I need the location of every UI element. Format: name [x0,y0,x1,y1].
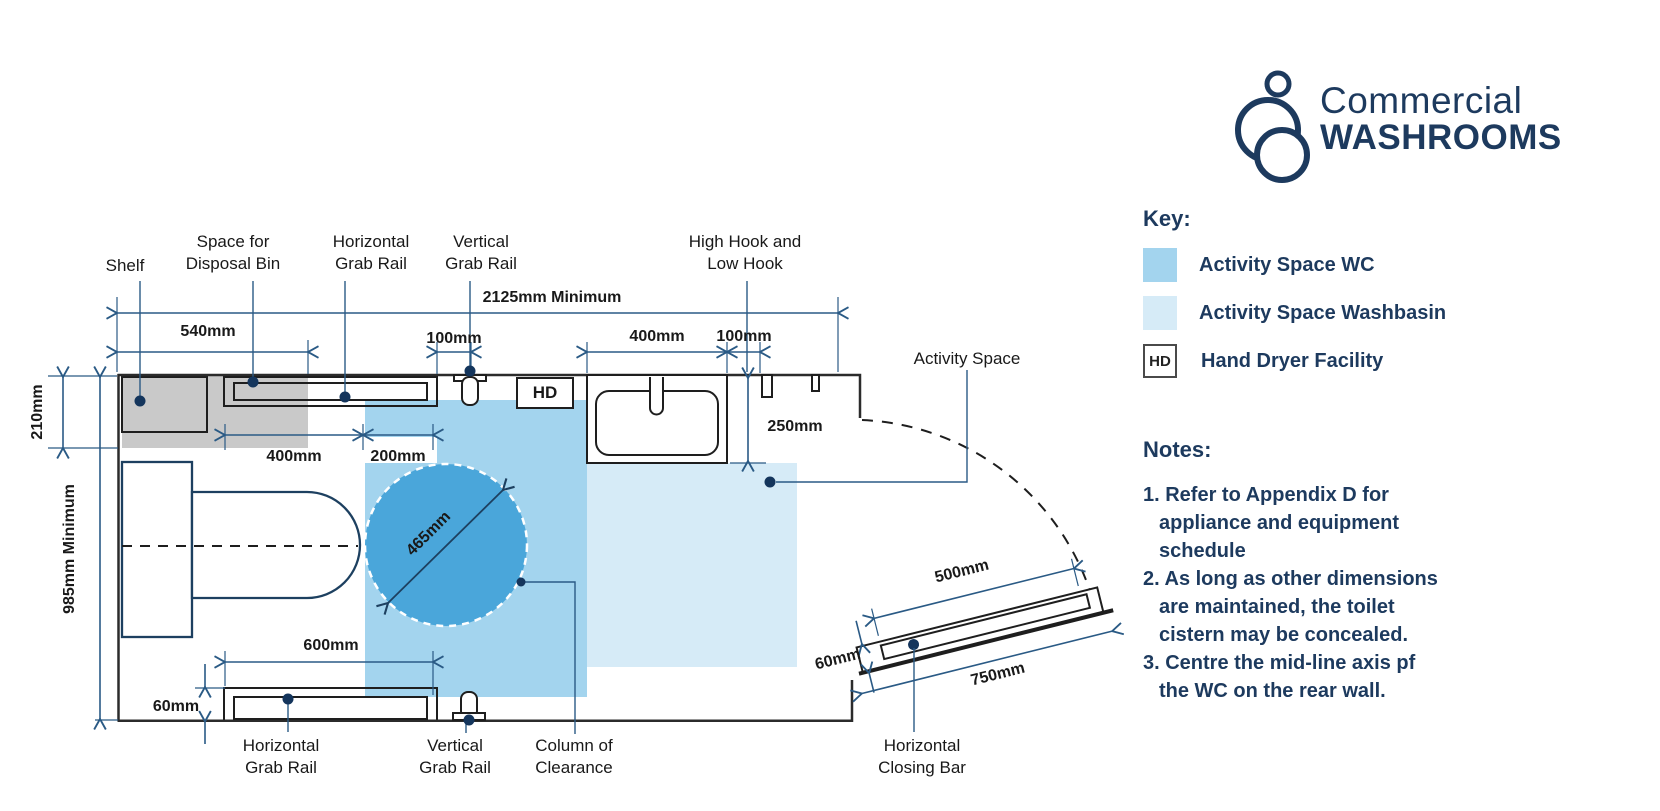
horizontal-grab-rail-bottom-label: Horizontal Grab Rail [242,735,320,777]
key-rows: Activity Space WC Activity Space Washbasi… [1143,248,1563,378]
dim-540: 540mm [180,323,236,340]
door-swing-arc [861,419,1091,592]
note-line: 2. As long as other dimensions [1143,568,1438,590]
key-heading: Key: [1143,206,1191,231]
horizontal-closing-bar-label: Horizontal Closing Bar [878,735,966,777]
washbasin-swatch-icon [1143,296,1177,330]
shelf-outline [121,376,208,433]
logo-line1: Commercial [1320,80,1523,121]
dim-400-basin: 400mm [629,328,685,345]
tap [649,377,664,416]
key-item: Activity Space WC [1143,248,1563,282]
dim-985: 985mm Minimum [61,484,78,614]
vertical-grab-rail-bottom-label: Vertical Grab Rail [419,735,491,777]
dim-100-left: 100mm [426,330,482,347]
hand-dryer-text: HD [532,383,558,402]
key-item-label: Activity Space Washbasin [1199,301,1447,324]
coat-hooks [761,374,820,398]
high-low-hook-label: High Hook and Low Hook [688,231,802,273]
activity-space-label: Activity Space [913,348,1021,368]
key-item-label: Hand Dryer Facility [1201,349,1384,372]
shelf-label: Shelf [105,255,145,275]
note-line: cistern may be concealed. [1159,624,1409,646]
notes-panel: Notes: 1. Refer to Appendix D for applian… [1143,437,1483,705]
note-line: 1. Refer to Appendix D for [1143,484,1389,506]
top-wall [117,373,862,418]
wc-swatch-icon [1143,248,1177,282]
dimension-lines [48,297,838,744]
note-line: schedule [1159,540,1246,562]
activity-space-washbasin-area [587,463,797,667]
hand-dryer-box [516,377,574,409]
dim-200: 200mm [370,448,426,465]
door [843,558,1119,695]
disposal-bin-label: Space for Disposal Bin [185,231,281,273]
horizontal-grab-rail-bottom [223,687,438,720]
cistern [120,460,194,639]
column-of-clearance-label: Column of Clearance [535,735,613,777]
low-hook [811,374,820,392]
note-line: appliance and equipment [1159,512,1400,534]
logo-bubbles-icon [1235,70,1310,183]
toilet [120,460,362,639]
key-panel: Key: Activity Space WC Activity Space Was… [1143,206,1563,392]
extension-lines [48,297,839,721]
column-of-clearance-circle [363,462,529,628]
dim-100-basin: 100mm [716,328,772,345]
horizontal-grab-rail-top [223,376,438,407]
vertical-grab-rail-top-label: Vertical Grab Rail [445,231,517,273]
note-line: 3. Centre the mid-line axis pf [1143,652,1416,674]
washbasin [586,374,728,464]
note-line: the WC on the rear wall. [1159,680,1386,702]
logo: Commercial WASHROOMS [1320,80,1562,158]
key-item: Activity Space Washbasin [1143,296,1563,330]
logo-line2: WASHROOMS [1320,118,1562,158]
note-line: are maintained, the toilet [1159,596,1395,618]
high-hook [761,374,773,398]
key-item: HD Hand Dryer Facility [1143,344,1563,378]
notes-heading: Notes: [1143,437,1212,462]
dim-600: 600mm [303,637,359,654]
leader-dots [134,365,776,726]
dim-2125: 2125mm Minimum [482,289,622,306]
shelf-and-disposal-zone [121,376,308,448]
notes-list: 1. Refer to Appendix D for appliance and … [1143,481,1483,705]
key-item-label: Activity Space WC [1199,253,1375,276]
dim-400-toilet: 400mm [266,448,322,465]
horizontal-grab-rail-top-label: Horizontal Grab Rail [332,231,410,273]
leader-lines [139,281,968,734]
dim-60-left: 60mm [152,698,200,715]
dim-250: 250mm [767,418,823,435]
dim-210: 210mm [29,384,46,440]
diameter-arrow [388,490,503,603]
activity-spaces [361,400,797,697]
hd-swatch-icon: HD [1143,344,1177,378]
